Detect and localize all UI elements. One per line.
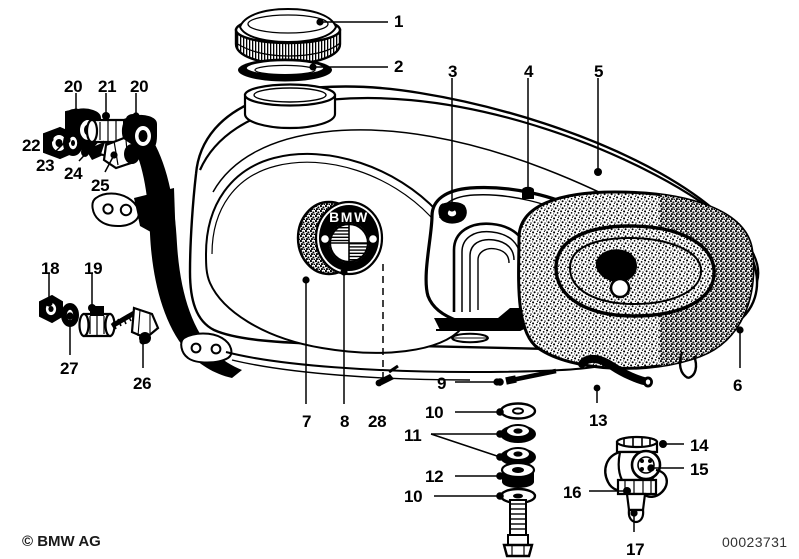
callout-number-26[interactable]: 26 [133,374,152,393]
leader-dot-tank-side-stud [524,191,532,199]
tank-rubber-retainer-clip[interactable] [438,201,467,224]
leader-dot-washer-lower [496,492,504,500]
diagram-part-number: 00023731 [722,534,788,550]
filler-cap-gasket[interactable] [238,58,332,82]
left-lower-hardware-group [39,294,160,344]
leader-dot-washer-small [88,143,96,151]
callout-number-16[interactable]: 16 [563,483,582,502]
callout-number-14[interactable]: 14 [690,436,709,455]
callout-number-10a[interactable]: 10 [425,403,444,422]
leader-dot-tank-mount-bolt-long [493,378,501,386]
callout-number-24[interactable]: 24 [64,164,83,183]
leader-dot-washer-upper [496,408,504,416]
callout-number-20a[interactable]: 20 [64,77,83,96]
leader-dot-nut-collar [63,136,71,144]
callout-number-10b[interactable]: 10 [404,487,423,506]
callout-number-2[interactable]: 2 [394,57,404,76]
petcock-outlet-spigot[interactable] [625,492,647,524]
callout-number-9[interactable]: 9 [437,374,447,393]
emblem-mounting-screw[interactable] [375,364,399,387]
leader-dot-mount-sleeve [102,112,110,120]
callout-number-11[interactable]: 11 [404,426,422,445]
callout-leader-lines [43,21,741,532]
leader-line-rubber-mount-bushing-lower [430,433,501,458]
bmw-roundel-emblem[interactable]: BMW [314,200,384,276]
petcock-body-cap[interactable] [630,449,662,481]
leader-dot-petcock-lever [659,440,667,448]
copyright-notice: © BMW AG [22,533,101,550]
leader-dot-hex-bolt [110,151,118,159]
callout-number-20b[interactable]: 20 [130,77,149,96]
fuel-petcock-assembly[interactable] [604,435,668,524]
leader-dot-tank-mount-bolt-front [139,337,147,345]
callout-number-22[interactable]: 22 [22,136,41,155]
callout-number-4[interactable]: 4 [524,62,534,81]
rubber-mount-bushing-upper[interactable] [496,424,536,443]
leader-dot-rubber-bush-front [88,304,96,312]
callout-number-17[interactable]: 17 [626,540,645,559]
callout-number-27[interactable]: 27 [60,359,79,378]
leader-dot-washer-front [66,312,74,320]
leader-dot-knee-pad-rubber [736,326,744,334]
callout-number-18[interactable]: 18 [41,259,60,278]
tank-filler-neck [243,83,337,130]
callout-number-8[interactable]: 8 [340,412,350,431]
leader-dot-emblem-backing-plate [302,276,310,284]
leader-dot-fuel-filler-cap [316,18,324,26]
tank-mount-bolt-vertical[interactable] [502,499,534,558]
callout-number-23[interactable]: 23 [36,156,55,175]
callout-number-28[interactable]: 28 [368,412,387,431]
leader-dot-rubber-mount-bushings [496,430,504,438]
callout-number-7[interactable]: 7 [302,412,312,431]
rubber-bush-front[interactable] [78,304,116,338]
leader-dot-rubber-grommet-left [72,108,80,116]
fuel-filler-cap[interactable] [234,7,342,66]
petcock-inlet-filter[interactable] [616,478,658,496]
leader-dot-petcock-inlet-filter [623,487,631,495]
callout-number-19[interactable]: 19 [84,259,103,278]
leader-dot-spacer-sleeve [496,472,504,480]
callout-number-1[interactable]: 1 [394,12,404,31]
rubber-mount-bushing-lower[interactable] [496,447,536,466]
tank-mount-nut[interactable] [39,294,63,324]
leader-dot-lock-nut [46,135,54,143]
hex-bolt[interactable] [102,136,143,170]
callout-number-6[interactable]: 6 [733,376,743,395]
leader-dot-rubber-grommet-right [132,112,140,120]
leader-dot-petcock-body-cap [647,464,655,472]
callout-number-15[interactable]: 15 [690,460,709,479]
callout-number-13[interactable]: 13 [589,411,608,430]
leader-dot-filler-cap-gasket [309,63,317,71]
tank-mount-bolt-long[interactable] [496,368,557,386]
callout-number-12[interactable]: 12 [425,467,444,486]
tank-mount-bolt-front[interactable] [110,306,160,344]
callout-number-3[interactable]: 3 [448,62,458,81]
callout-leader-dots [45,18,744,517]
callout-number-25[interactable]: 25 [91,176,110,195]
leader-dot-tank-rubber-retainer-clip [448,204,456,212]
leader-dot-fuel-tank-body [594,168,602,176]
knee-pad-rubber[interactable] [517,180,780,385]
callout-number-5[interactable]: 5 [594,62,604,81]
leader-dot-tank-mount-nut [45,299,53,307]
leader-dot-bmw-roundel-emblem [340,268,348,276]
callout-number-21[interactable]: 21 [98,77,117,96]
left-top-hardware-group [43,108,157,170]
leader-dot-petcock-outlet-spigot [630,509,638,517]
leader-dot-rubber-mount-bushing-lower [496,453,504,461]
rubber-mount-bushings[interactable] [496,424,536,466]
emblem-wordmark: BMW [329,209,369,225]
